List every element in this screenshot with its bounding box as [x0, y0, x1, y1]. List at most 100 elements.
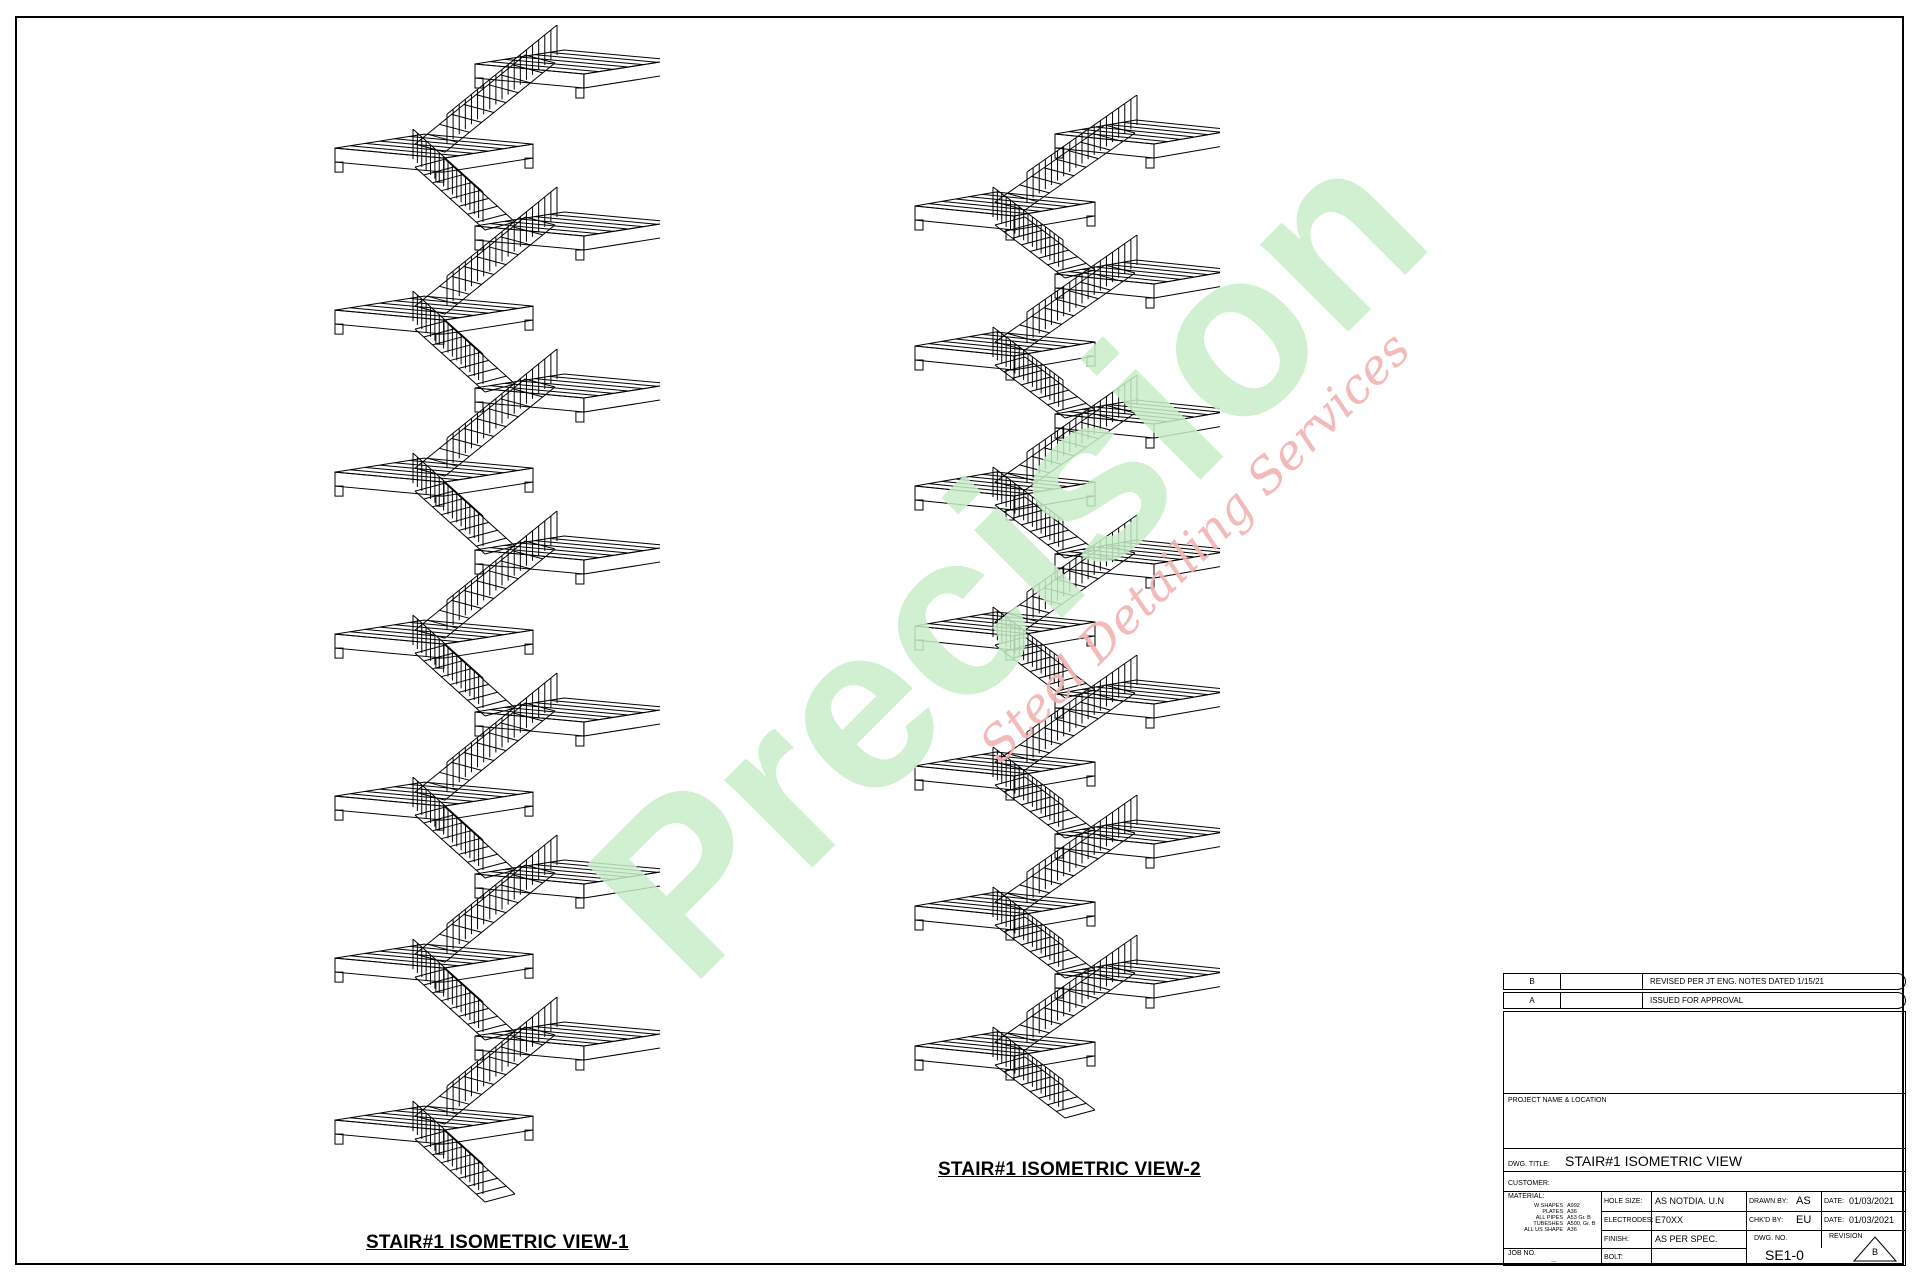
drawn-by-label: DRAWN BY:: [1749, 1198, 1789, 1205]
stair-flight: [994, 654, 1138, 771]
stair-isometric-view-2-drawing: [914, 95, 1220, 1119]
stair-landing: [334, 943, 534, 993]
dwg-no-label: DWG. NO.: [1754, 1235, 1788, 1242]
revision-description: ISSUED FOR APPROVAL: [1650, 996, 1744, 1005]
stair-flight: [414, 25, 558, 153]
stair-landing: [474, 535, 660, 585]
stair-flight: [414, 996, 558, 1125]
stair-landing: [1054, 819, 1220, 869]
revision-value: B: [1872, 1247, 1879, 1257]
stair-flight: [994, 934, 1138, 1051]
bolt-label: BOLT:: [1604, 1254, 1623, 1261]
stair-isometric-view-1-drawing: [334, 25, 660, 1203]
view-1-label: STAIR#1 ISOMETRIC VIEW-1: [366, 1232, 629, 1253]
revision-letter: A: [1504, 993, 1561, 1008]
material-item: W SHAPES: [1533, 1203, 1563, 1209]
stair-landing: [334, 133, 534, 183]
stair-flight: [412, 776, 516, 879]
stair-flight: [412, 938, 516, 1041]
stair-landing: [334, 619, 534, 669]
stair-landing: [1054, 959, 1220, 1009]
date-label: DATE:: [1824, 1198, 1845, 1205]
stair-flight: [412, 290, 516, 393]
stair-flight: [414, 672, 558, 801]
material-spec: A36: [1567, 1209, 1577, 1215]
drawn-date-value: 01/03/2021: [1849, 1196, 1895, 1206]
stair-flight: [992, 886, 1096, 979]
stair-flight: [412, 128, 516, 231]
stair-landing: [474, 1021, 660, 1071]
stair-flight: [992, 606, 1096, 699]
chkd-date-value: 01/03/2021: [1849, 1215, 1895, 1225]
stair-flight: [992, 466, 1096, 559]
stair-flight: [992, 326, 1096, 419]
stair-flight: [992, 746, 1096, 839]
electrodes-value: E70XX: [1655, 1215, 1684, 1225]
stair-landing: [334, 457, 534, 507]
revision-label: REVISION: [1829, 1233, 1863, 1240]
drawn-by-value: AS: [1796, 1195, 1811, 1207]
stair-flight: [994, 374, 1138, 491]
stair-landing: [334, 295, 534, 345]
title-block: B REVISED PER JT ENG. NOTES DATED 1/15/2…: [1503, 973, 1906, 1266]
stair-flight: [414, 186, 558, 315]
stair-landing: [474, 859, 660, 909]
stair-landing: [914, 1031, 1096, 1081]
stair-landing: [474, 211, 660, 261]
view-2-label: STAIR#1 ISOMETRIC VIEW-2: [938, 1159, 1201, 1180]
job-no-value: ...: [1551, 1257, 1557, 1264]
stair-flight: [414, 348, 558, 477]
revision-triangle: [1852, 1236, 1898, 1262]
chkd-by-value: EU: [1796, 1214, 1812, 1226]
material-item: PLATES: [1542, 1209, 1563, 1215]
revision-row-b: B REVISED PER JT ENG. NOTES DATED 1/15/2…: [1503, 973, 1906, 990]
stair-flight: [994, 234, 1138, 351]
revision-row-a: A ISSUED FOR APPROVAL: [1503, 992, 1906, 1009]
dwg-title-label: DWG. TITLE:: [1508, 1161, 1550, 1168]
material-item: ALL US SHAPE: [1524, 1227, 1563, 1233]
material-label: MATERIAL:: [1508, 1193, 1545, 1200]
stair-landing: [334, 781, 534, 831]
material-spec: A53 Gr. B: [1567, 1215, 1591, 1221]
material-item: ALL PIPES: [1535, 1215, 1563, 1221]
stair-landing: [474, 373, 660, 423]
project-name-label: PROJECT NAME & LOCATION: [1508, 1097, 1607, 1104]
chkd-by-label: CHK'D BY:: [1749, 1217, 1784, 1224]
stair-flight: [412, 452, 516, 555]
hole-size-value: AS NOTDIA. U.N: [1655, 1196, 1725, 1206]
stair-landing: [914, 331, 1096, 381]
material-spec: A992: [1567, 1203, 1580, 1209]
stair-flight: [414, 510, 558, 639]
stair-landing: [1054, 119, 1220, 169]
stair-landing: [1054, 259, 1220, 309]
dwg-title: STAIR#1 ISOMETRIC VIEW: [1565, 1153, 1743, 1169]
stair-landing: [914, 611, 1096, 661]
material-spec: A500, Gr. B: [1567, 1221, 1596, 1227]
stair-landing: [1054, 399, 1220, 449]
drawing-sheet-border: [15, 16, 1904, 1265]
stair-landing: [1054, 539, 1220, 589]
revision-letter: B: [1504, 974, 1561, 989]
finish-value: AS PER SPEC.: [1655, 1234, 1718, 1244]
stair-landing: [1054, 679, 1220, 729]
stair-flight: [414, 834, 558, 963]
title-block-frame: [1503, 1011, 1906, 1266]
stair-landing: [334, 1105, 534, 1155]
revision-description: REVISED PER JT ENG. NOTES DATED 1/15/21: [1650, 977, 1824, 986]
stair-flight: [992, 186, 1096, 279]
finish-label: FINISH:: [1604, 1236, 1629, 1243]
date-label: DATE:: [1824, 1217, 1845, 1224]
customer-label: CUSTOMER:: [1508, 1180, 1550, 1187]
stair-flight: [412, 614, 516, 717]
stair-flight: [994, 95, 1138, 211]
stair-landing: [474, 697, 660, 747]
job-no-label: JOB NO.: [1508, 1250, 1537, 1257]
material-item: TUBESHES: [1533, 1221, 1563, 1227]
hole-size-label: HOLE SIZE:: [1604, 1198, 1643, 1205]
stair-flight: [994, 794, 1138, 911]
stair-landing: [474, 49, 660, 99]
stair-flight: [992, 1026, 1096, 1119]
stair-flight: [412, 1100, 516, 1203]
stair-flight: [994, 514, 1138, 631]
electrodes-label: ELECTRODES:: [1604, 1217, 1654, 1224]
